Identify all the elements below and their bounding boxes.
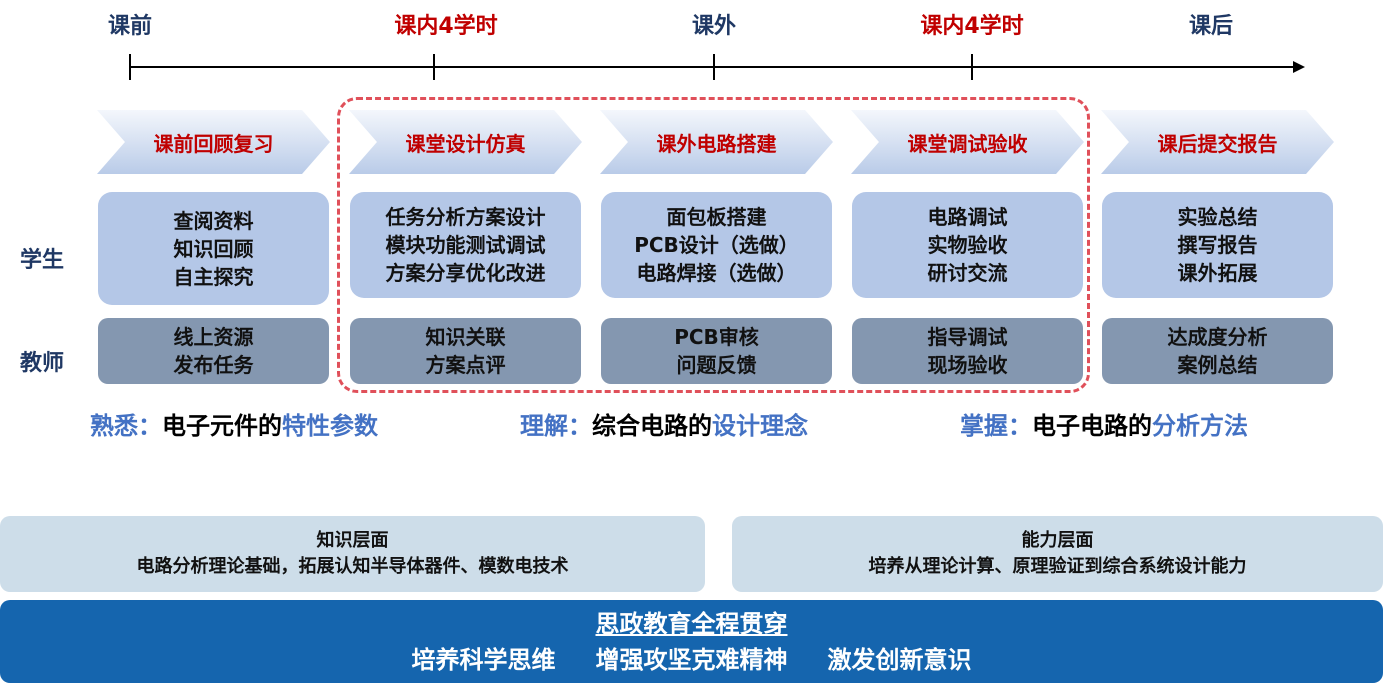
in-class-highlight-frame (337, 97, 1090, 393)
timeline-label: 课后 (1188, 14, 1234, 39)
teacher-activity: 达成度分析 (1167, 325, 1268, 349)
student-activity: 电路焊接（选做） (636, 261, 797, 285)
timeline-label: 课外 (691, 14, 737, 39)
teacher-activity: 线上资源 (173, 325, 254, 349)
student-activity-box: 查阅资料知识回顾自主探究 (98, 192, 329, 305)
stage-chevron: 课堂设计仿真 (349, 110, 582, 174)
timeline-tick (713, 54, 715, 80)
stage-chevron: 课堂调试验收 (851, 110, 1084, 174)
student-activity: 自主探究 (173, 264, 254, 289)
student-activity: 面包板搭建 (666, 205, 767, 229)
student-activity: 任务分析方案设计 (385, 205, 546, 229)
student-activity-box: 实验总结撰写报告课外拓展 (1102, 192, 1333, 298)
stage-chevron: 课外电路搭建 (600, 110, 833, 174)
ability-text: 培养从理论计算、原理验证到综合系统设计能力 (868, 556, 1247, 577)
student-activity: 方案分享优化改进 (385, 261, 546, 285)
teacher-activity-box: PCB审核问题反馈 (601, 318, 832, 384)
timeline-tick (433, 54, 435, 80)
ideology-band: 思政教育全程贯穿 培养科学思维增强攻坚克难精神激发创新意识 (0, 600, 1383, 683)
ability-level-box: 能力层面 培养从理论计算、原理验证到综合系统设计能力 (732, 516, 1383, 592)
objective: 掌握：电子电路的分析方法 (960, 412, 1248, 440)
student-activity: 研讨交流 (927, 261, 1008, 285)
knowledge-text: 电路分析理论基础，拓展认知半导体器件、模数电技术 (136, 556, 569, 577)
student-activity-box: 任务分析方案设计模块功能测试调试方案分享优化改进 (350, 192, 581, 298)
objective: 熟悉：电子元件的特性参数 (90, 412, 378, 440)
stage-chevron: 课前回顾复习 (97, 110, 330, 174)
teacher-activity: 指导调试 (927, 325, 1008, 349)
timeline-label: 课前 (107, 14, 153, 39)
timeline-tick (971, 54, 973, 80)
knowledge-title: 知识层面 (316, 530, 389, 551)
student-activity-box: 电路调试实物验收研讨交流 (852, 192, 1083, 298)
teacher-activity-box: 线上资源发布任务 (98, 318, 329, 384)
student-activity: 查阅资料 (173, 208, 254, 233)
teacher-activity-box: 达成度分析案例总结 (1102, 318, 1333, 384)
teacher-activity: 案例总结 (1177, 353, 1258, 377)
role-teacher: 教师 (20, 351, 65, 376)
student-activity: 知识回顾 (173, 236, 254, 261)
teacher-activity: 问题反馈 (676, 353, 757, 377)
timeline-axis (130, 66, 1295, 68)
teacher-activity-box: 指导调试现场验收 (852, 318, 1083, 384)
ability-title: 能力层面 (1021, 530, 1094, 551)
teacher-activity: 发布任务 (173, 353, 254, 377)
student-activity: 课外拓展 (1177, 261, 1258, 285)
teacher-activity: 知识关联 (425, 325, 506, 349)
student-activity: 实验总结 (1177, 205, 1258, 229)
stage-chevron: 课后提交报告 (1101, 110, 1334, 174)
role-student: 学生 (20, 248, 65, 273)
teacher-activity: 现场验收 (927, 353, 1008, 377)
ideology-items: 培养科学思维增强攻坚克难精神激发创新意识 (411, 645, 972, 674)
student-activity-box: 面包板搭建 PCB设计（选做） 电路焊接（选做） (601, 192, 832, 298)
ideology-title: 思政教育全程贯穿 (595, 609, 788, 638)
objective: 理解：综合电路的设计理念 (520, 412, 808, 440)
teacher-activity: 方案点评 (425, 353, 506, 377)
timeline-label: 课内4学时 (394, 14, 498, 39)
student-activity: PCB设计（选做） (634, 233, 799, 257)
timeline-tick (129, 54, 131, 80)
student-activity: 电路调试 (927, 205, 1008, 229)
timeline-label: 课内4学时 (920, 14, 1024, 39)
arrow-head-icon (1293, 61, 1305, 73)
student-activity: 撰写报告 (1177, 233, 1258, 257)
student-activity: 模块功能测试调试 (385, 233, 546, 257)
student-activity: 实物验收 (927, 233, 1008, 257)
teacher-activity-box: 知识关联方案点评 (350, 318, 581, 384)
teacher-activity: PCB审核 (674, 325, 759, 349)
knowledge-level-box: 知识层面 电路分析理论基础，拓展认知半导体器件、模数电技术 (0, 516, 705, 592)
